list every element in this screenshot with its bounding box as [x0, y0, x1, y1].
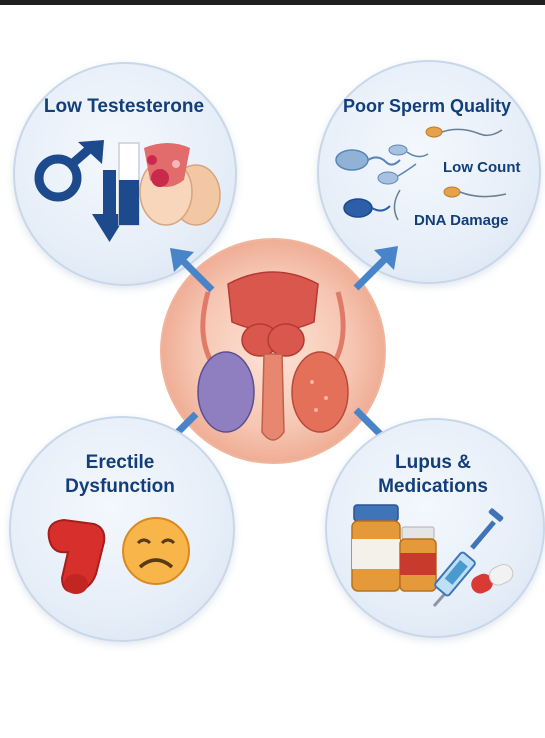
arrow-to-top-right [353, 246, 398, 291]
sperm-icon [335, 126, 507, 221]
male-symbol-icon [34, 140, 104, 202]
arrow-to-top-left [170, 248, 215, 293]
node-low-testosterone-title: Low Testesterone [43, 96, 205, 117]
node-poor-sperm-quality-title: Poor Sperm Quality [342, 96, 512, 116]
syringe-icon [432, 508, 504, 607]
male-reproductive-system-icon [197, 271, 349, 441]
node-erectile-dysfunction-title-line2: Dysfunction [65, 476, 175, 497]
node-erectile-dysfunction-title-line1: Erectile [85, 452, 155, 473]
penis-icon [47, 518, 106, 594]
capsule-icon [471, 564, 514, 594]
node-erectile-dysfunction [9, 416, 235, 642]
sad-face-icon [122, 517, 190, 585]
label-dna-damage: DNA Damage [414, 212, 509, 229]
top-border [0, 0, 545, 5]
node-poor-sperm-quality [317, 60, 541, 284]
testicle-icon [139, 143, 221, 226]
label-low-count: Low Count [443, 159, 521, 176]
node-lupus-medications-title-line2: Medications [378, 476, 488, 497]
node-lupus-medications-title-line1: Lupus & [395, 452, 471, 473]
testosterone-level-bar [118, 142, 140, 226]
pill-bottle-icon [351, 504, 437, 592]
